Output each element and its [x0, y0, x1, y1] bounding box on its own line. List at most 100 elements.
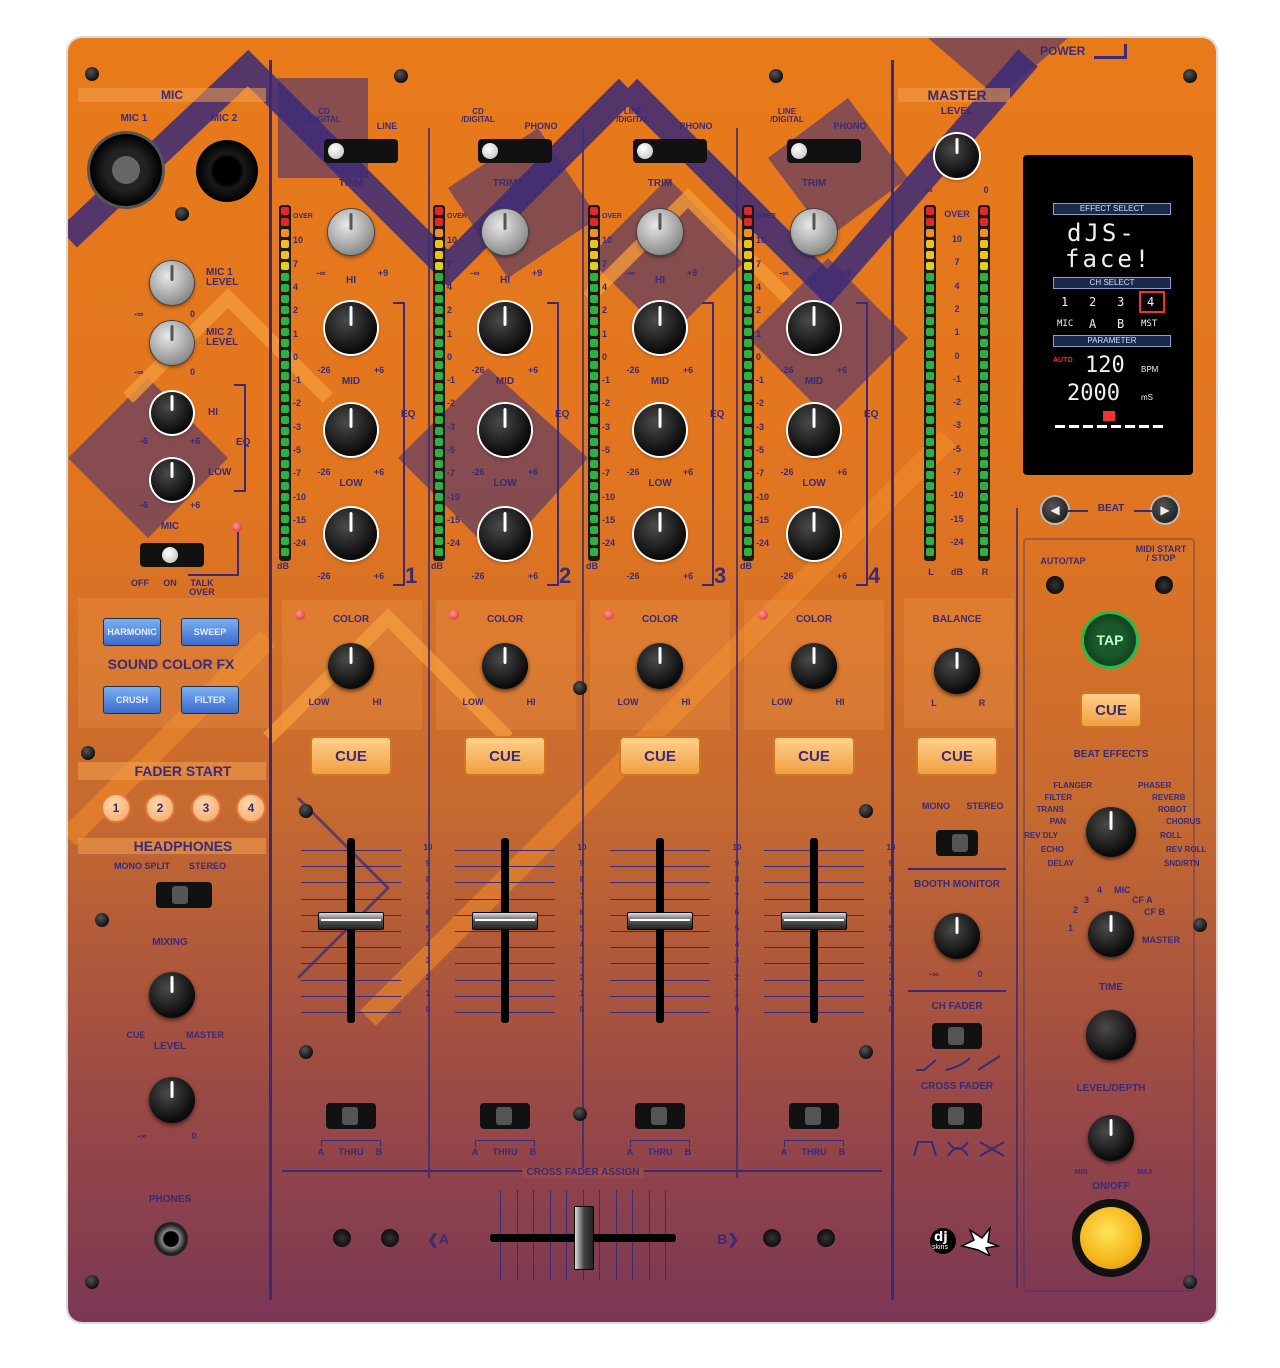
- channel-1-eq-hi-knob[interactable]: [325, 302, 377, 354]
- master-cue-button[interactable]: CUE: [916, 736, 998, 776]
- channel-1-cue-button[interactable]: CUE: [310, 736, 392, 776]
- fader-scale-label: 9: [425, 859, 431, 869]
- effect-on-off-button[interactable]: [1072, 1199, 1150, 1277]
- fader-scale-label: 1: [425, 988, 431, 998]
- channel-4-fader-cap[interactable]: [781, 912, 847, 930]
- talk-over-label: TALK OVER: [189, 578, 215, 597]
- channel-1-cross-fader-assign-switch[interactable]: [326, 1103, 376, 1129]
- fader-scale-label: 8: [425, 875, 431, 885]
- sweep-button[interactable]: SWEEP: [181, 618, 239, 646]
- channel-2-eq-hi-knob[interactable]: [479, 302, 531, 354]
- channel-1-fader-cap[interactable]: [318, 912, 384, 930]
- channel-3-cross-fader-assign-switch[interactable]: [635, 1103, 685, 1129]
- fader-start-3-button[interactable]: 3: [191, 793, 221, 823]
- scale-label: 0: [983, 185, 989, 195]
- channel-3-eq-low-knob[interactable]: [634, 508, 686, 560]
- power-switch[interactable]: [1094, 44, 1127, 59]
- auto-tap-button[interactable]: [1046, 576, 1064, 594]
- beat-left-button[interactable]: ◀: [1042, 497, 1068, 523]
- mic1-xlr-input[interactable]: [90, 134, 162, 206]
- brand-logo-subtext: skins: [932, 1244, 948, 1251]
- beat-effect-select-knob[interactable]: [1086, 807, 1136, 857]
- channel-3-eq-hi-knob[interactable]: [634, 302, 686, 354]
- channel-3-fader-cap[interactable]: [627, 912, 693, 930]
- channel-4-eq-hi-knob[interactable]: [788, 302, 840, 354]
- scale-label: -∞: [779, 268, 789, 278]
- mic-switch[interactable]: [140, 543, 204, 567]
- channel-4-input-selector[interactable]: [787, 139, 861, 163]
- effects-cue-button[interactable]: CUE: [1080, 692, 1142, 728]
- channel-1-eq-low-knob[interactable]: [325, 508, 377, 560]
- channel-4-eq-low-knob[interactable]: [788, 508, 840, 560]
- channel-4-trim-knob[interactable]: [791, 209, 837, 255]
- balance-knob[interactable]: [934, 648, 980, 694]
- channel-1-eq-mid-label: MID: [341, 376, 361, 387]
- cross-fader-curve-toggle[interactable]: [932, 1103, 982, 1129]
- channel-1-color-knob[interactable]: [328, 643, 374, 689]
- channel-2-color-knob[interactable]: [482, 643, 528, 689]
- effect-channel-select-knob[interactable]: [1088, 911, 1134, 957]
- mic2-level-knob[interactable]: [150, 321, 194, 365]
- time-knob[interactable]: [1086, 1010, 1136, 1060]
- fader-scale-label: 9: [888, 859, 894, 869]
- channel-2-input-selector[interactable]: [478, 139, 552, 163]
- mic2-jack-input[interactable]: [196, 140, 258, 202]
- headphone-mixing-knob[interactable]: [149, 972, 195, 1018]
- channel-2-eq-mid-knob[interactable]: [479, 404, 531, 456]
- mic-low-knob[interactable]: [151, 459, 193, 501]
- scale-label: -6: [140, 436, 149, 446]
- meter-scale-label: -15: [293, 514, 307, 525]
- mic-off-label: OFF: [131, 578, 149, 588]
- channel-3-input-selector[interactable]: [633, 139, 707, 163]
- fader-start-1-button[interactable]: 1: [101, 793, 131, 823]
- harmonic-button[interactable]: HARMONIC: [103, 618, 161, 646]
- master-level-knob[interactable]: [935, 134, 979, 178]
- meter-scale-label: 4: [756, 281, 762, 292]
- background-pattern: [68, 38, 1068, 1026]
- channel-1-input-selector[interactable]: [324, 139, 398, 163]
- meter-scale-label: -15: [447, 514, 461, 525]
- meter-scale-label: 4: [602, 281, 608, 292]
- channel-4-color-knob[interactable]: [791, 643, 837, 689]
- channel-2-cross-fader-assign-switch[interactable]: [480, 1103, 530, 1129]
- meter-scale-label: -24: [602, 538, 616, 549]
- crush-button[interactable]: CRUSH: [103, 686, 161, 714]
- beat-effect-name: TRANS: [1036, 805, 1064, 814]
- channel-3-eq-mid-knob[interactable]: [634, 404, 686, 456]
- beat-right-button[interactable]: ▶: [1152, 497, 1178, 523]
- channel-3-trim-knob[interactable]: [637, 209, 683, 255]
- mono-stereo-toggle[interactable]: [936, 830, 978, 856]
- meter-scale-label: 1: [602, 328, 608, 339]
- fader-start-4-button[interactable]: 4: [236, 793, 266, 823]
- midi-start-stop-button[interactable]: [1155, 576, 1173, 594]
- channel-2-eq-low-knob[interactable]: [479, 508, 531, 560]
- headphone-level-knob[interactable]: [149, 1077, 195, 1123]
- booth-monitor-knob[interactable]: [934, 913, 980, 959]
- meter-scale-label: 0: [602, 351, 608, 362]
- mic1-level-knob[interactable]: [150, 261, 194, 305]
- channel-3-cue-button[interactable]: CUE: [619, 736, 701, 776]
- screw: [175, 207, 189, 221]
- channel-2-fader-cap[interactable]: [472, 912, 538, 930]
- phones-jack[interactable]: [154, 1222, 188, 1256]
- cross-fader[interactable]: [488, 1190, 678, 1290]
- tap-button[interactable]: TAP: [1084, 614, 1136, 666]
- channel-4-eq-mid-knob[interactable]: [788, 404, 840, 456]
- meter-scale-label: OVER: [602, 213, 622, 220]
- channel-3-color-knob[interactable]: [637, 643, 683, 689]
- fader-start-2-button[interactable]: 2: [145, 793, 175, 823]
- meter-scale-label: 0: [756, 351, 762, 362]
- mic-hi-knob[interactable]: [151, 392, 193, 434]
- ch-fader-curve-toggle[interactable]: [932, 1023, 982, 1049]
- channel-4-cross-fader-assign-switch[interactable]: [789, 1103, 839, 1129]
- channel-2-trim-knob[interactable]: [482, 209, 528, 255]
- channel-1-trim-knob[interactable]: [328, 209, 374, 255]
- meter-scale-label: 0: [954, 350, 960, 361]
- channel-1-eq-mid-knob[interactable]: [325, 404, 377, 456]
- filter-button[interactable]: FILTER: [181, 686, 239, 714]
- channel-2-cue-button[interactable]: CUE: [464, 736, 546, 776]
- cross-fader-cap[interactable]: [574, 1206, 594, 1270]
- level-depth-knob[interactable]: [1088, 1115, 1134, 1161]
- headphone-mono-split-toggle[interactable]: [156, 882, 212, 908]
- channel-4-cue-button[interactable]: CUE: [773, 736, 855, 776]
